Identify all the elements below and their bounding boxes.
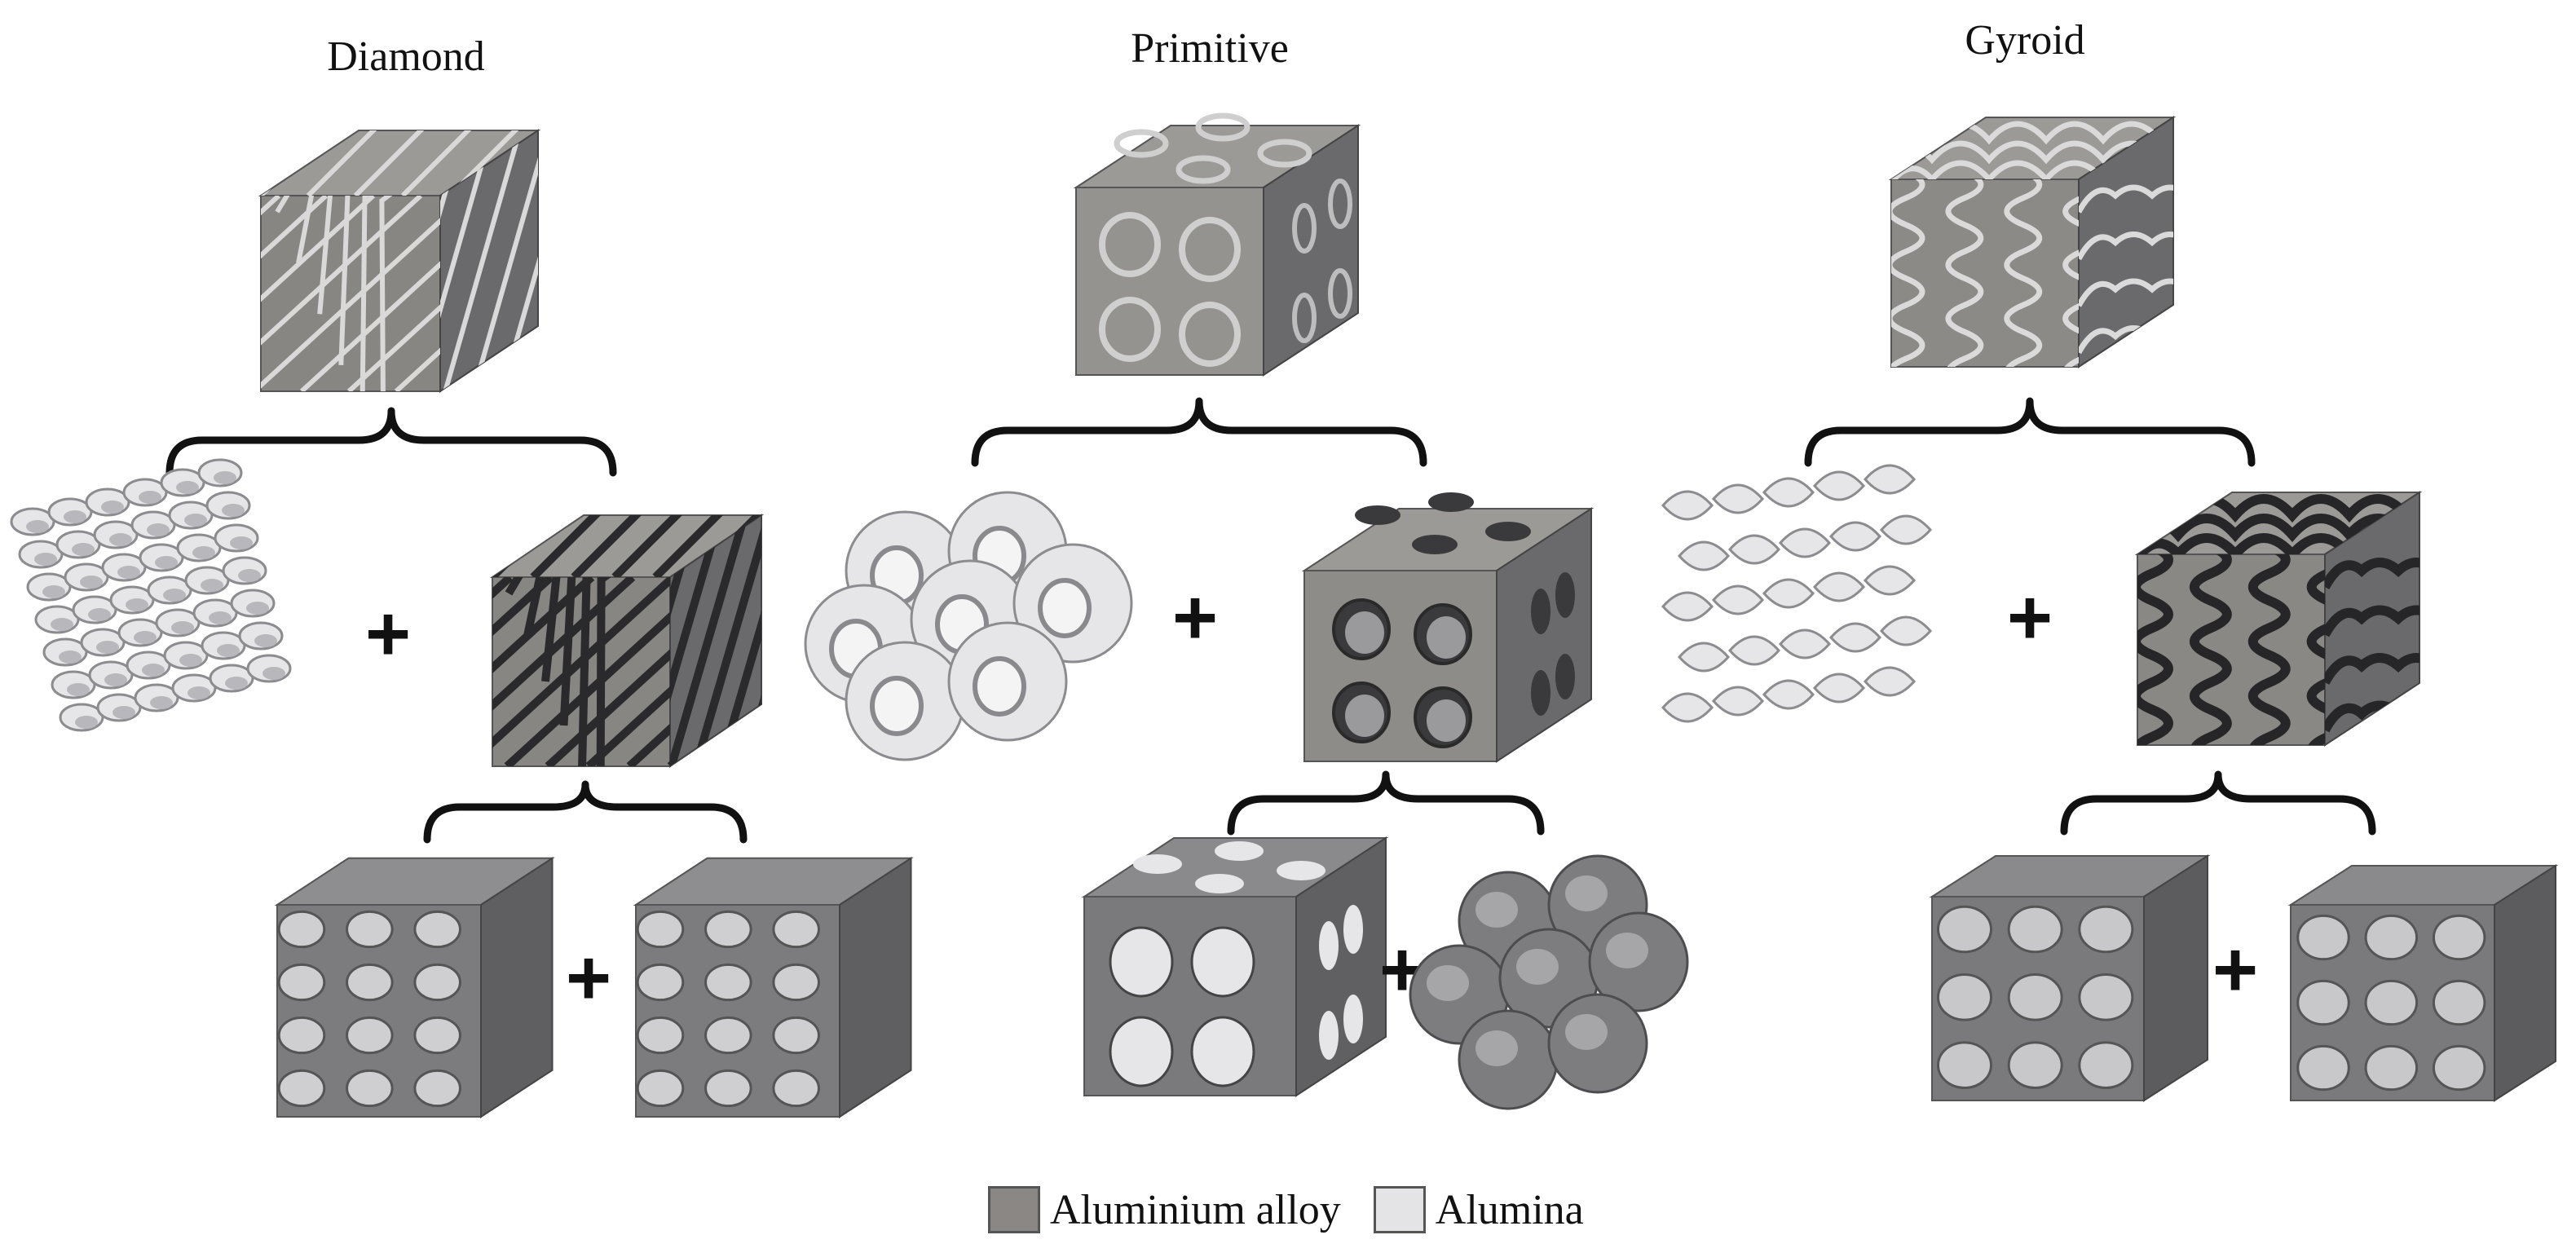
legend-label-alumina: Alumina [1435, 1186, 1584, 1233]
primitive-metal-part-b [1409, 854, 1689, 1110]
title-primitive: Primitive [1131, 25, 1289, 72]
legend-swatch-alumina [1373, 1186, 1426, 1233]
plus-sign: + [365, 590, 411, 677]
legend-label-aluminium: Aluminium alloy [1050, 1186, 1341, 1233]
diamond-metal-matrix [489, 514, 765, 768]
primitive-composite-cube [1073, 112, 1361, 377]
gyroid-metal-part-a [1929, 854, 2211, 1102]
diamond-metal-part-b [633, 856, 914, 1118]
brace-primitive-lower [1227, 770, 1545, 836]
tpms-decomposition-diagram: + + + + + + [10, 112, 2559, 1118]
plus-sign: + [566, 934, 611, 1021]
brace-primitive-upper [971, 397, 1427, 467]
brace-diamond-upper [165, 407, 617, 477]
brace-gyroid-upper [1804, 397, 2256, 467]
brace-gyroid-lower [2060, 770, 2376, 836]
gyroid-metal-matrix [2134, 491, 2423, 747]
primitive-metal-matrix [1301, 492, 1595, 763]
primitive-metal-part-a [1081, 836, 1389, 1097]
diamond-metal-part-a [274, 856, 555, 1118]
gyroid-ceramic-lattice [1661, 464, 1933, 723]
gyroid-composite-cube [1888, 116, 2177, 368]
legend: Aluminium alloy Alumina [988, 1177, 1617, 1242]
diamond-ceramic-lattice [10, 458, 292, 732]
primitive-ceramic-lattice [804, 491, 1133, 761]
title-diamond: Diamond [327, 33, 485, 80]
brace-diamond-lower [423, 780, 748, 844]
legend-swatch-aluminium [988, 1186, 1040, 1233]
plus-sign: + [2212, 926, 2258, 1013]
title-gyroid: Gyroid [1965, 17, 2085, 64]
plus-sign: + [1172, 574, 1218, 661]
diamond-composite-cube [258, 129, 541, 393]
plus-sign: + [2007, 574, 2053, 661]
gyroid-metal-part-b [2287, 864, 2559, 1102]
